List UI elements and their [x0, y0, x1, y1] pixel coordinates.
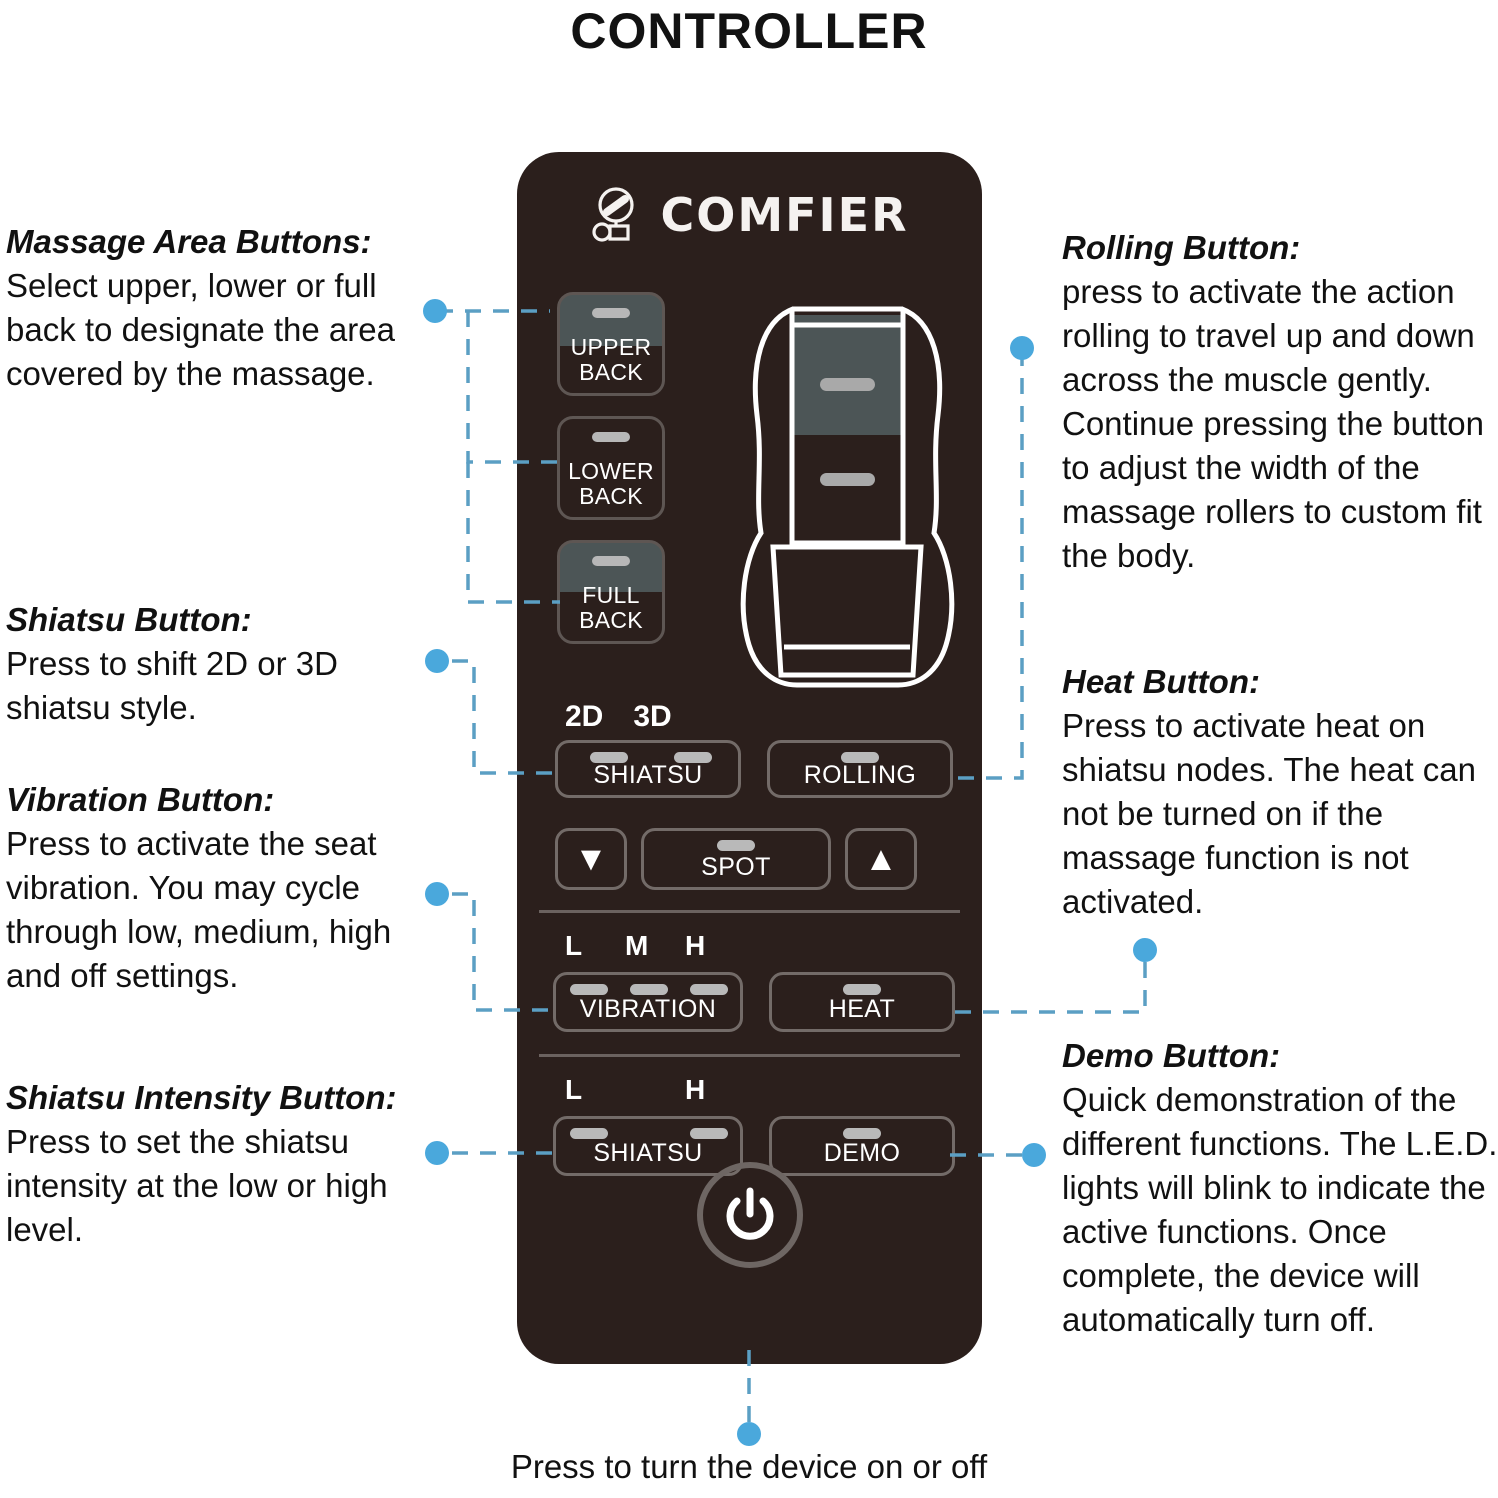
- shiatsu-3d-led: [674, 752, 712, 763]
- callout-shiatsu-heading: Shiatsu Button:: [6, 601, 252, 638]
- callout-vibration-body: Press to activate the seat vibration. Yo…: [6, 825, 392, 994]
- shiatsu-intensity-led-low: [570, 1128, 608, 1139]
- shiatsu-scale-low: L: [565, 1074, 583, 1105]
- shiatsu-rolling-row: SHIATSU ROLLING: [555, 740, 953, 798]
- upper-back-led: [592, 308, 630, 318]
- chevron-down-icon: ▼: [574, 840, 608, 878]
- callout-shiatsu-intensity-heading: Shiatsu Intensity Button:: [6, 1079, 397, 1116]
- power-icon: [726, 1187, 773, 1240]
- callout-rolling: Rolling Button: press to activate the ac…: [1062, 228, 1492, 578]
- bottom-note: Press to turn the device on or off: [510, 1448, 988, 1485]
- spot-button[interactable]: SPOT: [641, 828, 831, 890]
- seat-body-graphic: [740, 306, 955, 688]
- mode-2d-label: 2D: [565, 700, 604, 733]
- callout-vibration-heading: Vibration Button:: [6, 781, 275, 818]
- divider-lower: [539, 1054, 960, 1057]
- power-button[interactable]: [696, 1162, 803, 1268]
- chevron-up-icon: ▲: [864, 840, 898, 878]
- callout-shiatsu-body: Press to shift 2D or 3D shiatsu style.: [6, 645, 338, 726]
- shiatsu-mode-label: SHIATSU: [593, 761, 703, 789]
- demo-button[interactable]: DEMO: [769, 1116, 955, 1176]
- vibration-scale-medium: M: [625, 930, 649, 961]
- spot-row: ▼ SPOT ▲: [555, 828, 917, 890]
- heat-label: HEAT: [828, 995, 896, 1023]
- shiatsu-mode-button[interactable]: SHIATSU: [555, 740, 741, 798]
- rolling-label: ROLLING: [803, 761, 917, 789]
- callout-demo-heading: Demo Button:: [1062, 1037, 1281, 1074]
- connector-dot-power: [737, 1422, 761, 1446]
- connector-dot-vibration: [425, 882, 449, 906]
- callout-heat-heading: Heat Button:: [1062, 663, 1260, 700]
- spot-label: SPOT: [701, 853, 771, 881]
- callout-massage-area: Massage Area Buttons: Select upper, lowe…: [6, 222, 406, 396]
- demo-label: DEMO: [823, 1139, 901, 1167]
- divider-upper: [539, 910, 960, 913]
- callout-demo-body: Quick demonstration of the different fun…: [1062, 1081, 1498, 1338]
- spot-down-button[interactable]: ▼: [555, 828, 627, 890]
- shiatsu-scale-high: H: [685, 1074, 706, 1105]
- heat-button[interactable]: HEAT: [769, 972, 955, 1032]
- vibration-label: VIBRATION: [579, 995, 717, 1023]
- vibration-led-medium: [630, 984, 668, 995]
- brand-lockup: COMFIER: [517, 180, 982, 250]
- callout-heat: Heat Button: Press to activate heat on s…: [1062, 662, 1492, 924]
- callout-heat-body: Press to activate heat on shiatsu nodes.…: [1062, 707, 1477, 920]
- demo-led: [843, 1128, 881, 1139]
- lower-back-led: [592, 432, 630, 442]
- callout-massage-area-heading: Massage Area Buttons:: [6, 223, 372, 260]
- rolling-led: [841, 752, 879, 763]
- shiatsu-demo-row: SHIATSU DEMO: [553, 1116, 955, 1176]
- vibration-heat-row: VIBRATION HEAT: [553, 972, 955, 1032]
- vibration-led-high: [690, 984, 728, 995]
- full-back-led: [592, 556, 630, 566]
- mode-3d-label: 3D: [633, 700, 672, 733]
- rolling-button[interactable]: ROLLING: [767, 740, 953, 798]
- spot-up-button[interactable]: ▲: [845, 828, 917, 890]
- vibration-scale-high: H: [685, 930, 706, 961]
- vibration-button[interactable]: VIBRATION: [553, 972, 743, 1032]
- connector-dot-heat: [1133, 938, 1157, 962]
- connector-dot-shiatsu: [425, 649, 449, 673]
- connector-dot-demo: [1022, 1143, 1046, 1167]
- callout-rolling-heading: Rolling Button:: [1062, 229, 1301, 266]
- callout-demo: Demo Button: Quick demonstration of the …: [1062, 1036, 1498, 1342]
- connector-dot-massage-area: [423, 299, 447, 323]
- connector-dot-rolling: [1010, 336, 1034, 360]
- shiatsu-mode-labels: 2D 3D: [565, 700, 745, 734]
- shiatsu-intensity-button[interactable]: SHIATSU: [553, 1116, 743, 1176]
- callout-massage-area-body: Select upper, lower or full back to desi…: [6, 267, 395, 392]
- heat-led: [843, 984, 881, 995]
- comfier-logo-icon: [592, 187, 635, 242]
- vibration-led-low: [570, 984, 608, 995]
- callout-shiatsu: Shiatsu Button: Press to shift 2D or 3D …: [6, 600, 406, 730]
- spot-led: [717, 840, 755, 851]
- shiatsu-intensity-label: SHIATSU: [593, 1139, 703, 1167]
- vibration-scale-low: L: [565, 930, 583, 961]
- brand-name: COMFIER: [660, 188, 909, 242]
- shiatsu-intensity-led-high: [690, 1128, 728, 1139]
- callout-rolling-body: press to activate the action rolling to …: [1062, 273, 1484, 574]
- callout-vibration: Vibration Button: Press to activate the …: [6, 780, 406, 998]
- callout-shiatsu-intensity: Shiatsu Intensity Button: Press to set t…: [6, 1078, 438, 1252]
- callout-shiatsu-intensity-body: Press to set the shiatsu intensity at th…: [6, 1123, 388, 1248]
- shiatsu-2d-led: [590, 752, 628, 763]
- page-title: CONTROLLER: [570, 3, 928, 59]
